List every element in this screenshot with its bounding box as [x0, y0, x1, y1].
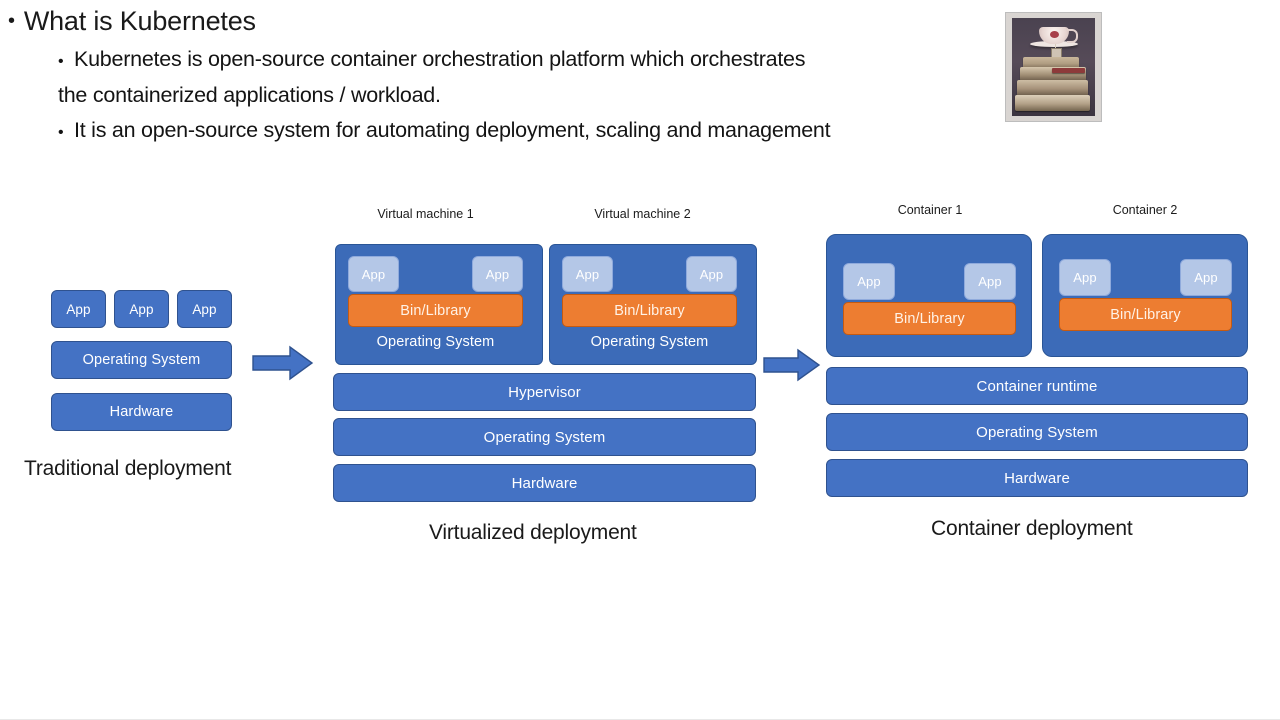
vm1-title: Virtual machine 1	[377, 207, 474, 221]
virtual-machine-2-box: App App Bin/Library Operating System	[549, 244, 757, 365]
container2-app-label: App	[1073, 270, 1097, 285]
container1-app-box-left: App	[843, 263, 895, 300]
bullet-marker-icon: •	[58, 53, 64, 70]
traditional-deployment-label: Traditional deployment	[24, 457, 232, 480]
vm1-app-box-left: App	[348, 256, 399, 292]
books-teacup-thumbnail-image	[1005, 12, 1102, 122]
traditional-os-label: Operating System	[82, 352, 201, 368]
arrow-right-icon-1	[252, 345, 314, 381]
vm1-app-box-right: App	[472, 256, 523, 292]
vm2-app-label: App	[575, 266, 600, 282]
vm2-app-label: App	[699, 266, 724, 282]
book-shape	[1017, 80, 1088, 96]
vm2-bin-library-label: Bin/Library	[614, 302, 685, 319]
vm2-app-box-right: App	[686, 256, 737, 292]
virtualized-hardware-box: Hardware	[333, 464, 756, 502]
book-shape	[1023, 57, 1079, 69]
vm2-app-box-left: App	[562, 256, 613, 292]
traditional-hardware-label: Hardware	[109, 404, 174, 420]
container1-app-label: App	[978, 274, 1002, 289]
vm1-app-label: App	[485, 266, 510, 282]
container1-bin-library-label: Bin/Library	[894, 310, 965, 327]
saucer-shape	[1029, 41, 1078, 47]
hypervisor-box: Hypervisor	[333, 373, 756, 411]
container-2-box: App App Bin/Library	[1042, 234, 1248, 357]
container2-bin-library-label: Bin/Library	[1110, 306, 1181, 323]
virtual-machine-1-box: App App Bin/Library Operating System	[335, 244, 543, 365]
vm1-app-label: App	[361, 266, 386, 282]
bullet-item-1-line1: Kubernetes is open-source container orch…	[74, 47, 806, 71]
traditional-app-box-2: App	[114, 290, 169, 328]
cup-handle-shape	[1066, 29, 1078, 43]
container-os-box: Operating System	[826, 413, 1248, 451]
tea-tag-string	[1054, 44, 1056, 50]
container-hardware-label: Hardware	[1004, 469, 1070, 487]
container-runtime-box: Container runtime	[826, 367, 1248, 405]
container2-bin-library-box: Bin/Library	[1059, 298, 1232, 331]
container-runtime-label: Container runtime	[976, 377, 1098, 395]
traditional-app-label: App	[66, 301, 91, 317]
container-os-label: Operating System	[976, 423, 1098, 441]
bullet-marker-icon: •	[58, 124, 64, 141]
virtualized-deployment-label: Virtualized deployment	[429, 521, 637, 544]
cup-floral-pattern	[1049, 31, 1059, 38]
vm1-os-row: Operating System	[348, 328, 523, 356]
arrow-right-icon-2	[763, 348, 821, 382]
container1-app-box-right: App	[964, 263, 1016, 300]
virtualized-os-box: Operating System	[333, 418, 756, 456]
traditional-os-box: Operating System	[51, 341, 232, 379]
bullet-item-1: • Kubernetes is open-source container orc…	[58, 42, 1058, 79]
book-bookmark-shape	[1052, 68, 1085, 73]
container-1-title: Container 1	[897, 203, 963, 217]
virtualized-hardware-label: Hardware	[511, 474, 578, 492]
vm2-bin-library-box: Bin/Library	[562, 294, 737, 327]
bullet-item-2: • It is an open-source system for automat…	[58, 113, 1058, 150]
container-hardware-box: Hardware	[826, 459, 1248, 497]
vm1-bin-library-box: Bin/Library	[348, 294, 523, 327]
vm2-os-label: Operating System	[590, 334, 709, 350]
bullet-item-2-line1: It is an open-source system for automati…	[74, 118, 831, 142]
book-shape	[1015, 95, 1090, 111]
container1-bin-library-box: Bin/Library	[843, 302, 1016, 335]
traditional-hardware-box: Hardware	[51, 393, 232, 431]
heading-text: What is Kubernetes	[23, 6, 256, 36]
vm1-bin-library-label: Bin/Library	[400, 302, 471, 319]
bullet-marker-icon: •	[8, 10, 15, 32]
vm2-os-row: Operating System	[562, 328, 737, 356]
traditional-app-label: App	[192, 301, 217, 317]
container2-app-box-right: App	[1180, 259, 1232, 296]
vm2-title: Virtual machine 2	[594, 207, 691, 221]
virtualized-os-label: Operating System	[483, 428, 606, 446]
bullet-item-1-line2: the containerized applications / workloa…	[58, 83, 441, 107]
photo-content	[1012, 18, 1095, 116]
container2-app-label: App	[1194, 270, 1218, 285]
vm1-os-label: Operating System	[376, 334, 495, 350]
container2-app-box-left: App	[1059, 259, 1111, 296]
traditional-app-box-1: App	[51, 290, 106, 328]
container1-app-label: App	[857, 274, 881, 289]
slide-heading: • What is Kubernetes	[8, 4, 256, 38]
traditional-app-box-3: App	[177, 290, 232, 328]
container-2-title: Container 2	[1112, 203, 1178, 217]
container-1-box: App App Bin/Library	[826, 234, 1032, 357]
container-deployment-label: Container deployment	[931, 517, 1133, 540]
hypervisor-label: Hypervisor	[508, 383, 581, 401]
traditional-app-label: App	[129, 301, 154, 317]
